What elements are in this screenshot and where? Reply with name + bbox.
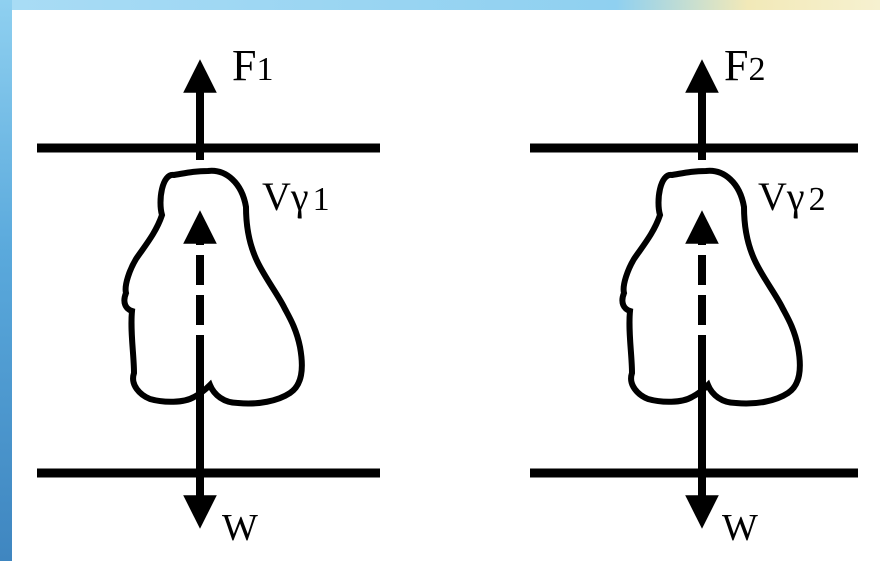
frame-top-border [0, 0, 880, 10]
force-label: F1 [232, 41, 273, 90]
weight-label: W [722, 507, 758, 549]
force-label: F2 [724, 41, 765, 90]
frame-left-border [0, 0, 12, 561]
weight-label: W [222, 507, 258, 549]
